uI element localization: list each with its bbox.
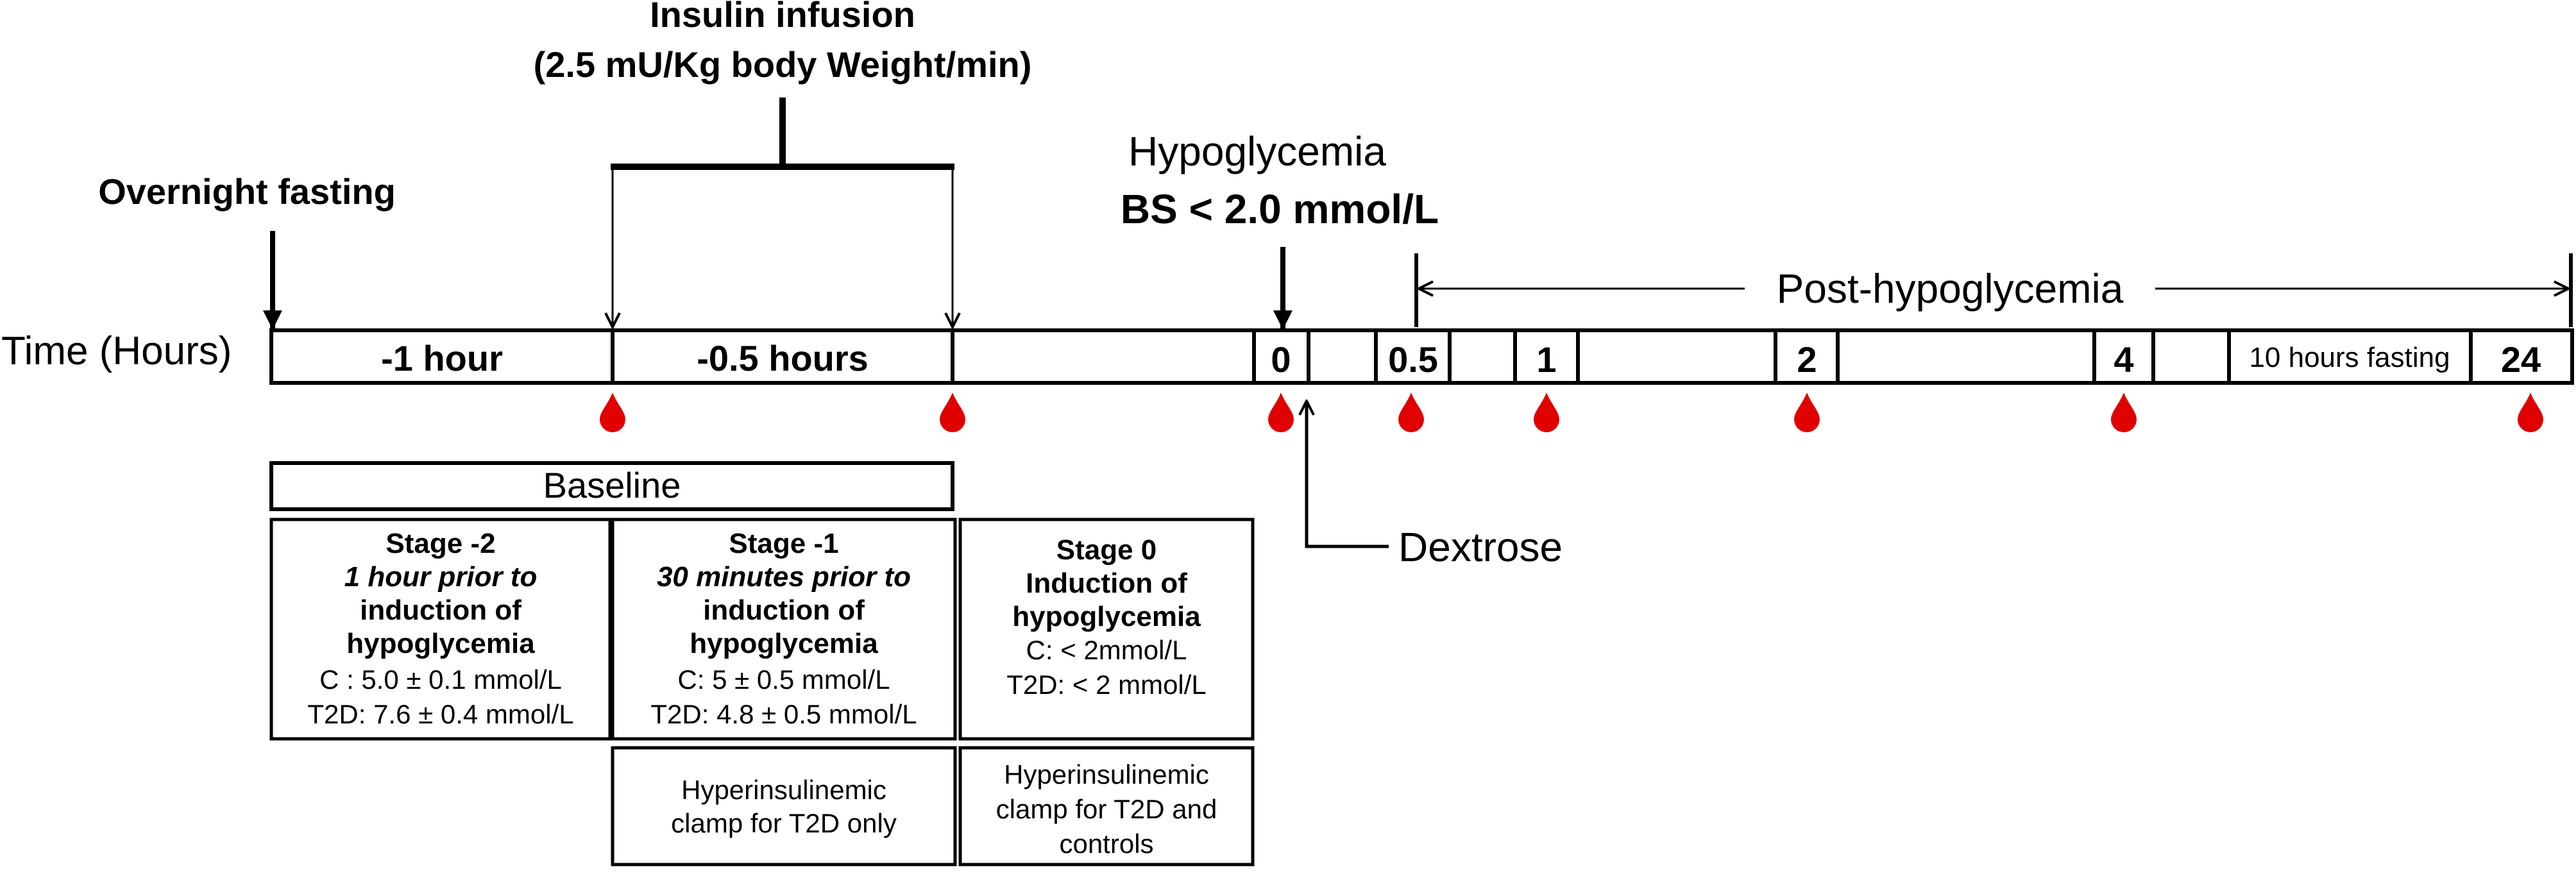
blood-drop-icon [600, 393, 625, 432]
fasting-label: Overnight fasting [98, 171, 396, 212]
stage-m2-c: C : 5.0 ± 0.1 mmol/L [319, 664, 562, 695]
stage-m2-line1: 1 hour prior to [344, 561, 538, 593]
stage-m2-line3: hypoglycemia [346, 628, 535, 659]
baseline-box [269, 461, 954, 511]
blood-drop-icon [2518, 393, 2543, 432]
blood-drops [600, 393, 2543, 432]
timeline-seg-minus1: -1 hour [381, 338, 503, 378]
post-hypo-span [1414, 253, 2573, 327]
stage-m2-t2d: T2D: 7.6 ± 0.4 mmol/L [307, 699, 573, 729]
dextrose-arrow [1307, 401, 1389, 548]
stage-m1-line2: induction of [703, 595, 865, 626]
clamp-both-line3: controls [1059, 829, 1153, 859]
timeline-t1: 1 [1536, 339, 1556, 380]
timeline-fasting10: 10 hours fasting [2249, 342, 2450, 373]
time-axis-label: Time (Hours) [1, 329, 232, 373]
insulin-title: Insulin infusion [650, 0, 915, 35]
hypo-title: Hypoglycemia [1128, 128, 1386, 174]
stage-m2-line2: induction of [360, 595, 521, 626]
stage-m1-t2d: T2D: 4.8 ± 0.5 mmol/L [650, 699, 917, 729]
blood-drop-icon [2111, 393, 2137, 432]
clamp-both-box [958, 746, 1255, 866]
post-hypo-label: Post-hypoglycemia [1777, 266, 2124, 312]
blood-drop-icon [1398, 393, 1424, 432]
dextrose-label: Dextrose [1398, 524, 1563, 570]
stage-0-c: C: < 2mmol/L [1026, 635, 1187, 665]
timeline-t4: 4 [2114, 339, 2133, 380]
baseline-label: Baseline [543, 465, 681, 505]
timeline-t24: 24 [2501, 339, 2541, 380]
blood-drop-icon [940, 393, 965, 432]
timeline-bar [269, 328, 2574, 385]
clamp-t2d-box [611, 746, 957, 866]
insulin-rate: (2.5 mU/Kg body Weight/min) [534, 44, 1032, 85]
stage-m1-line1: 30 minutes prior to [657, 561, 911, 593]
blood-drop-icon [1794, 393, 1820, 432]
stage-0-box [958, 518, 1255, 741]
timeline-seg-minus05: -0.5 hours [697, 338, 869, 378]
stage-0-line2: hypoglycemia [1012, 601, 1201, 632]
timeline-t2: 2 [1797, 339, 1817, 380]
stage-m1-title: Stage -1 [729, 528, 838, 559]
timeline-t0: 0 [1271, 339, 1291, 380]
clamp-both-line2: clamp for T2D and [996, 794, 1217, 824]
stage-m2-box [269, 518, 612, 741]
insulin-bracket [611, 97, 954, 327]
timeline-t05: 0.5 [1388, 339, 1438, 380]
clamp-both-line1: Hyperinsulinemic [1004, 759, 1209, 789]
stage-m2-title: Stage -2 [386, 528, 495, 559]
clamp-t2d-line2: clamp for T2D only [671, 808, 897, 838]
stage-0-title: Stage 0 [1056, 534, 1157, 566]
stage-m1-box [611, 518, 957, 741]
blood-drop-icon [1534, 393, 1559, 432]
stage-m1-c: C: 5 ± 0.5 mmol/L [677, 664, 890, 695]
clamp-t2d-line1: Hyperinsulinemic [681, 775, 886, 805]
blood-drop-icon [1268, 393, 1294, 432]
stage-0-line1: Induction of [1026, 568, 1187, 599]
stage-0-t2d: T2D: < 2 mmol/L [1006, 670, 1207, 700]
hypo-threshold: BS < 2.0 mmol/L [1121, 186, 1439, 232]
stage-m1-line3: hypoglycemia [690, 628, 878, 659]
